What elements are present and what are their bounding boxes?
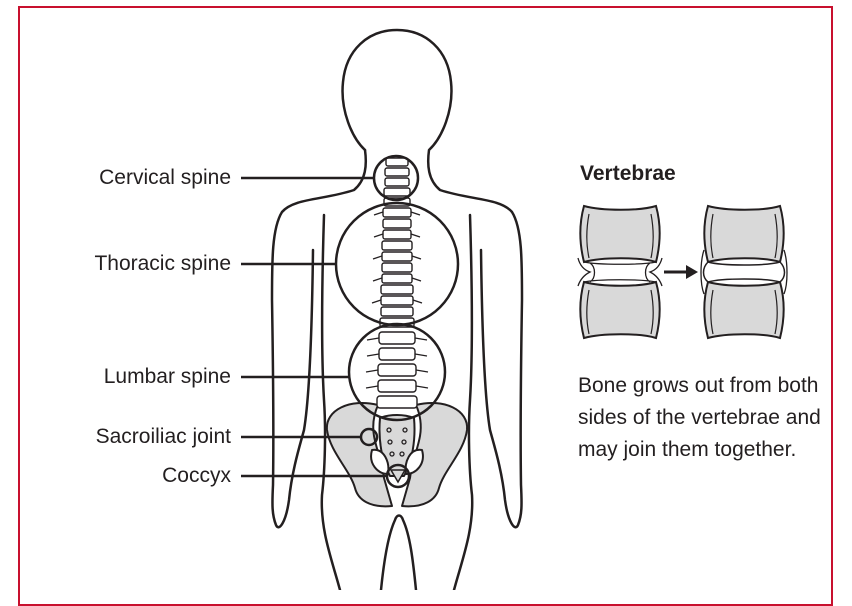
arrow-icon — [664, 265, 698, 279]
pelvis — [327, 403, 467, 506]
spine-diagram — [0, 0, 852, 590]
vertebrae-before — [578, 206, 662, 338]
vertebrae-description: Bone grows out from both sides of the ve… — [578, 370, 838, 466]
vertebrae-after — [701, 206, 787, 338]
thoracic-spine-label: Thoracic spine — [94, 252, 231, 276]
lumbar-spine-label: Lumbar spine — [104, 365, 231, 389]
vertebrae-heading: Vertebrae — [580, 162, 676, 186]
sacroiliac-joint-label: Sacroiliac joint — [96, 425, 231, 449]
cervical-spine-label: Cervical spine — [99, 166, 231, 190]
coccyx-label: Coccyx — [162, 464, 231, 488]
